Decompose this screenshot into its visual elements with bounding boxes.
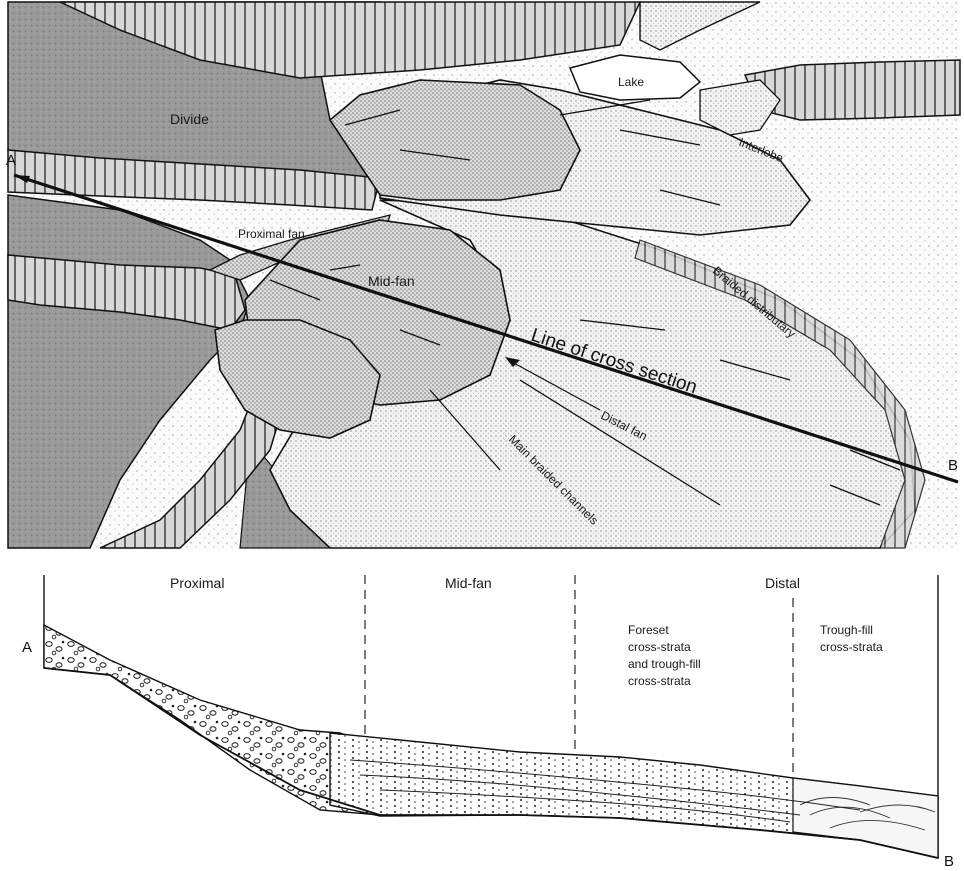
label-mid-fan: Mid-fan xyxy=(368,273,415,289)
trough-fill-zone xyxy=(793,778,938,858)
foreset-note-line2: cross-strata xyxy=(628,640,691,654)
map-endpoint-b: B xyxy=(948,457,958,474)
foreset-note-line3: and trough-fill xyxy=(628,657,701,671)
zone-label-proximal: Proximal xyxy=(170,575,224,591)
map-endpoint-a: A xyxy=(6,152,16,169)
label-divide: Divide xyxy=(170,111,209,127)
cross-section-diagram: Proximal Mid-fan Distal Foreset cross-st… xyxy=(22,575,954,870)
trough-note-line2: cross-strata xyxy=(820,640,883,654)
foreset-note: Foreset cross-strata and trough-fill cro… xyxy=(628,623,701,688)
label-lake: Lake xyxy=(618,75,644,89)
foreset-note-line1: Foreset xyxy=(628,623,669,637)
label-proximal-fan: Proximal fan xyxy=(238,227,305,241)
trough-note-line1: Trough-fill xyxy=(820,623,873,637)
section-endpoint-b: B xyxy=(944,853,954,870)
zone-label-distal: Distal xyxy=(765,575,800,591)
trough-note: Trough-fill cross-strata xyxy=(820,623,883,654)
plan-view-map: Divide Lake Interlobe Proximal fan Mid-f… xyxy=(6,2,960,550)
valley-wall-east xyxy=(745,60,960,120)
zone-label-mid-fan: Mid-fan xyxy=(445,575,492,591)
foreset-note-line4: cross-strata xyxy=(628,674,691,688)
section-endpoint-a: A xyxy=(22,639,32,656)
